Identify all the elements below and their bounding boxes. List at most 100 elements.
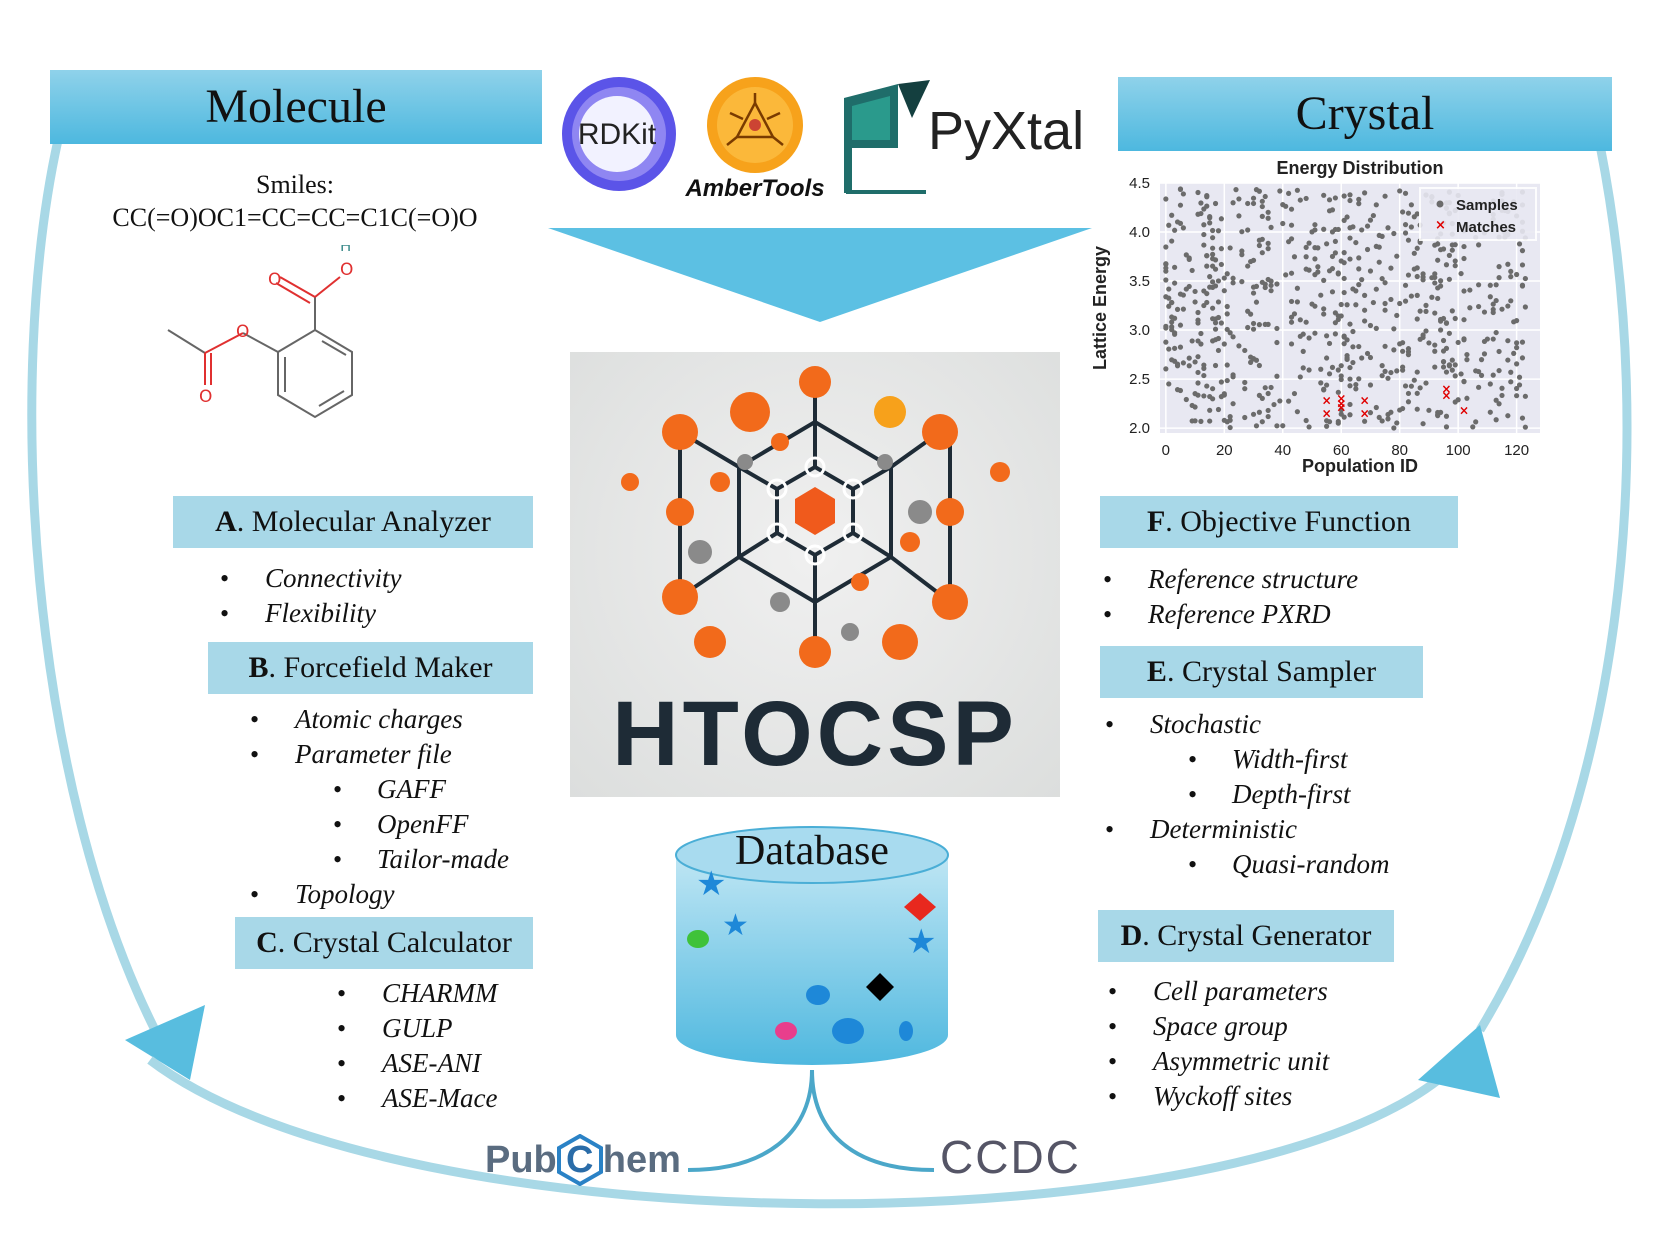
y-tick-label: 3.5 xyxy=(1129,273,1150,290)
sample-point xyxy=(1514,393,1520,399)
sample-point xyxy=(1411,377,1417,383)
sample-point xyxy=(1432,271,1438,277)
sample-point xyxy=(1195,369,1201,376)
sample-point xyxy=(1224,303,1230,310)
sample-point xyxy=(1274,281,1280,287)
sample-point xyxy=(1452,399,1458,405)
sample-point xyxy=(1508,268,1514,275)
sample-point xyxy=(1516,374,1523,380)
sample-point xyxy=(1400,348,1406,354)
sample-point xyxy=(1265,407,1271,414)
sample-point xyxy=(1177,291,1184,297)
list-item: Space group xyxy=(1108,1009,1329,1044)
sample-point xyxy=(1435,257,1441,263)
sample-point xyxy=(1347,401,1353,408)
sample-point xyxy=(1210,256,1216,262)
sample-point xyxy=(1174,361,1181,367)
sample-point xyxy=(1210,245,1216,251)
sample-point xyxy=(1227,330,1233,336)
sample-point xyxy=(1356,376,1362,382)
sample-point xyxy=(1212,326,1219,332)
sample-point xyxy=(1169,357,1175,363)
rdkit-logo: RDKit xyxy=(562,77,676,191)
list-item: Stochastic xyxy=(1105,707,1390,742)
sample-point xyxy=(1519,282,1526,288)
section-b-list: Atomic charges Parameter file GAFF OpenF… xyxy=(250,702,509,912)
sample-point xyxy=(1169,212,1175,218)
sample-point xyxy=(1467,287,1473,293)
sample-point xyxy=(1432,342,1438,348)
sample-point xyxy=(1391,347,1397,353)
sample-point xyxy=(1414,390,1420,396)
sample-point xyxy=(1417,239,1423,245)
sample-point xyxy=(1195,309,1201,316)
sample-point xyxy=(1440,246,1447,252)
sample-point xyxy=(1341,341,1347,347)
sample-point xyxy=(1172,345,1178,351)
sample-point xyxy=(1224,326,1230,333)
sample-point xyxy=(1242,386,1248,392)
match-point: × xyxy=(1322,406,1332,420)
sample-point xyxy=(1163,294,1169,300)
list-item: Depth-first xyxy=(1150,777,1390,812)
sample-point xyxy=(1210,235,1216,241)
sample-point xyxy=(1256,188,1262,194)
ambertools-logo-icon xyxy=(707,77,803,173)
sample-point xyxy=(1315,245,1321,251)
sample-point xyxy=(1262,385,1268,391)
sample-point xyxy=(1166,222,1172,228)
sample-point xyxy=(1362,292,1368,299)
sample-point xyxy=(1315,269,1321,275)
sample-point xyxy=(1420,334,1426,341)
sample-point xyxy=(1440,364,1447,370)
sample-point xyxy=(1511,350,1517,356)
sample-point xyxy=(1414,406,1420,412)
sample-point xyxy=(1265,276,1271,283)
sample-point xyxy=(1180,225,1186,231)
sample-point xyxy=(1373,404,1379,411)
sample-point xyxy=(1449,308,1455,314)
sample-point xyxy=(1303,254,1309,260)
sample-point xyxy=(1227,245,1233,251)
sample-point xyxy=(1288,236,1295,242)
sample-point xyxy=(1364,350,1371,357)
sample-point xyxy=(1379,418,1385,424)
sample-point xyxy=(1493,282,1499,288)
sample-point xyxy=(1271,401,1277,408)
match-point: × xyxy=(1441,389,1451,403)
sample-point xyxy=(1473,368,1479,374)
sample-point xyxy=(1379,276,1385,282)
sample-point xyxy=(1405,390,1412,397)
sample-point xyxy=(1359,277,1365,283)
sample-point xyxy=(1362,318,1368,324)
sample-point xyxy=(1224,377,1230,384)
sample-point xyxy=(1324,423,1330,429)
sample-point xyxy=(1277,398,1283,404)
sample-point xyxy=(1353,239,1359,246)
sample-point xyxy=(1514,385,1520,392)
htocsp-title: HTOCSP xyxy=(612,683,1018,785)
sample-point xyxy=(1253,283,1260,289)
sample-point xyxy=(1414,292,1420,298)
database-cylinder: ★ ★ ★ xyxy=(675,826,949,1065)
list-item: CHARMM xyxy=(337,976,498,1011)
sample-point xyxy=(1312,227,1318,233)
sample-point xyxy=(1186,256,1192,263)
sample-point xyxy=(1239,252,1245,258)
sample-point xyxy=(1385,416,1391,422)
sample-point xyxy=(1432,364,1438,370)
sample-point xyxy=(1259,203,1265,210)
sample-point xyxy=(1432,348,1438,354)
sample-point xyxy=(1256,362,1262,369)
sample-point xyxy=(1177,186,1184,193)
sample-point xyxy=(1177,344,1184,350)
sample-point xyxy=(1367,410,1374,416)
list-item: Deterministic xyxy=(1105,812,1390,847)
sample-point xyxy=(1405,272,1412,278)
sample-point xyxy=(1303,195,1309,202)
sample-point xyxy=(1329,253,1336,260)
sample-point xyxy=(1394,420,1400,426)
section-a-header: A. Molecular Analyzer xyxy=(173,496,533,548)
sample-point xyxy=(1294,409,1300,415)
